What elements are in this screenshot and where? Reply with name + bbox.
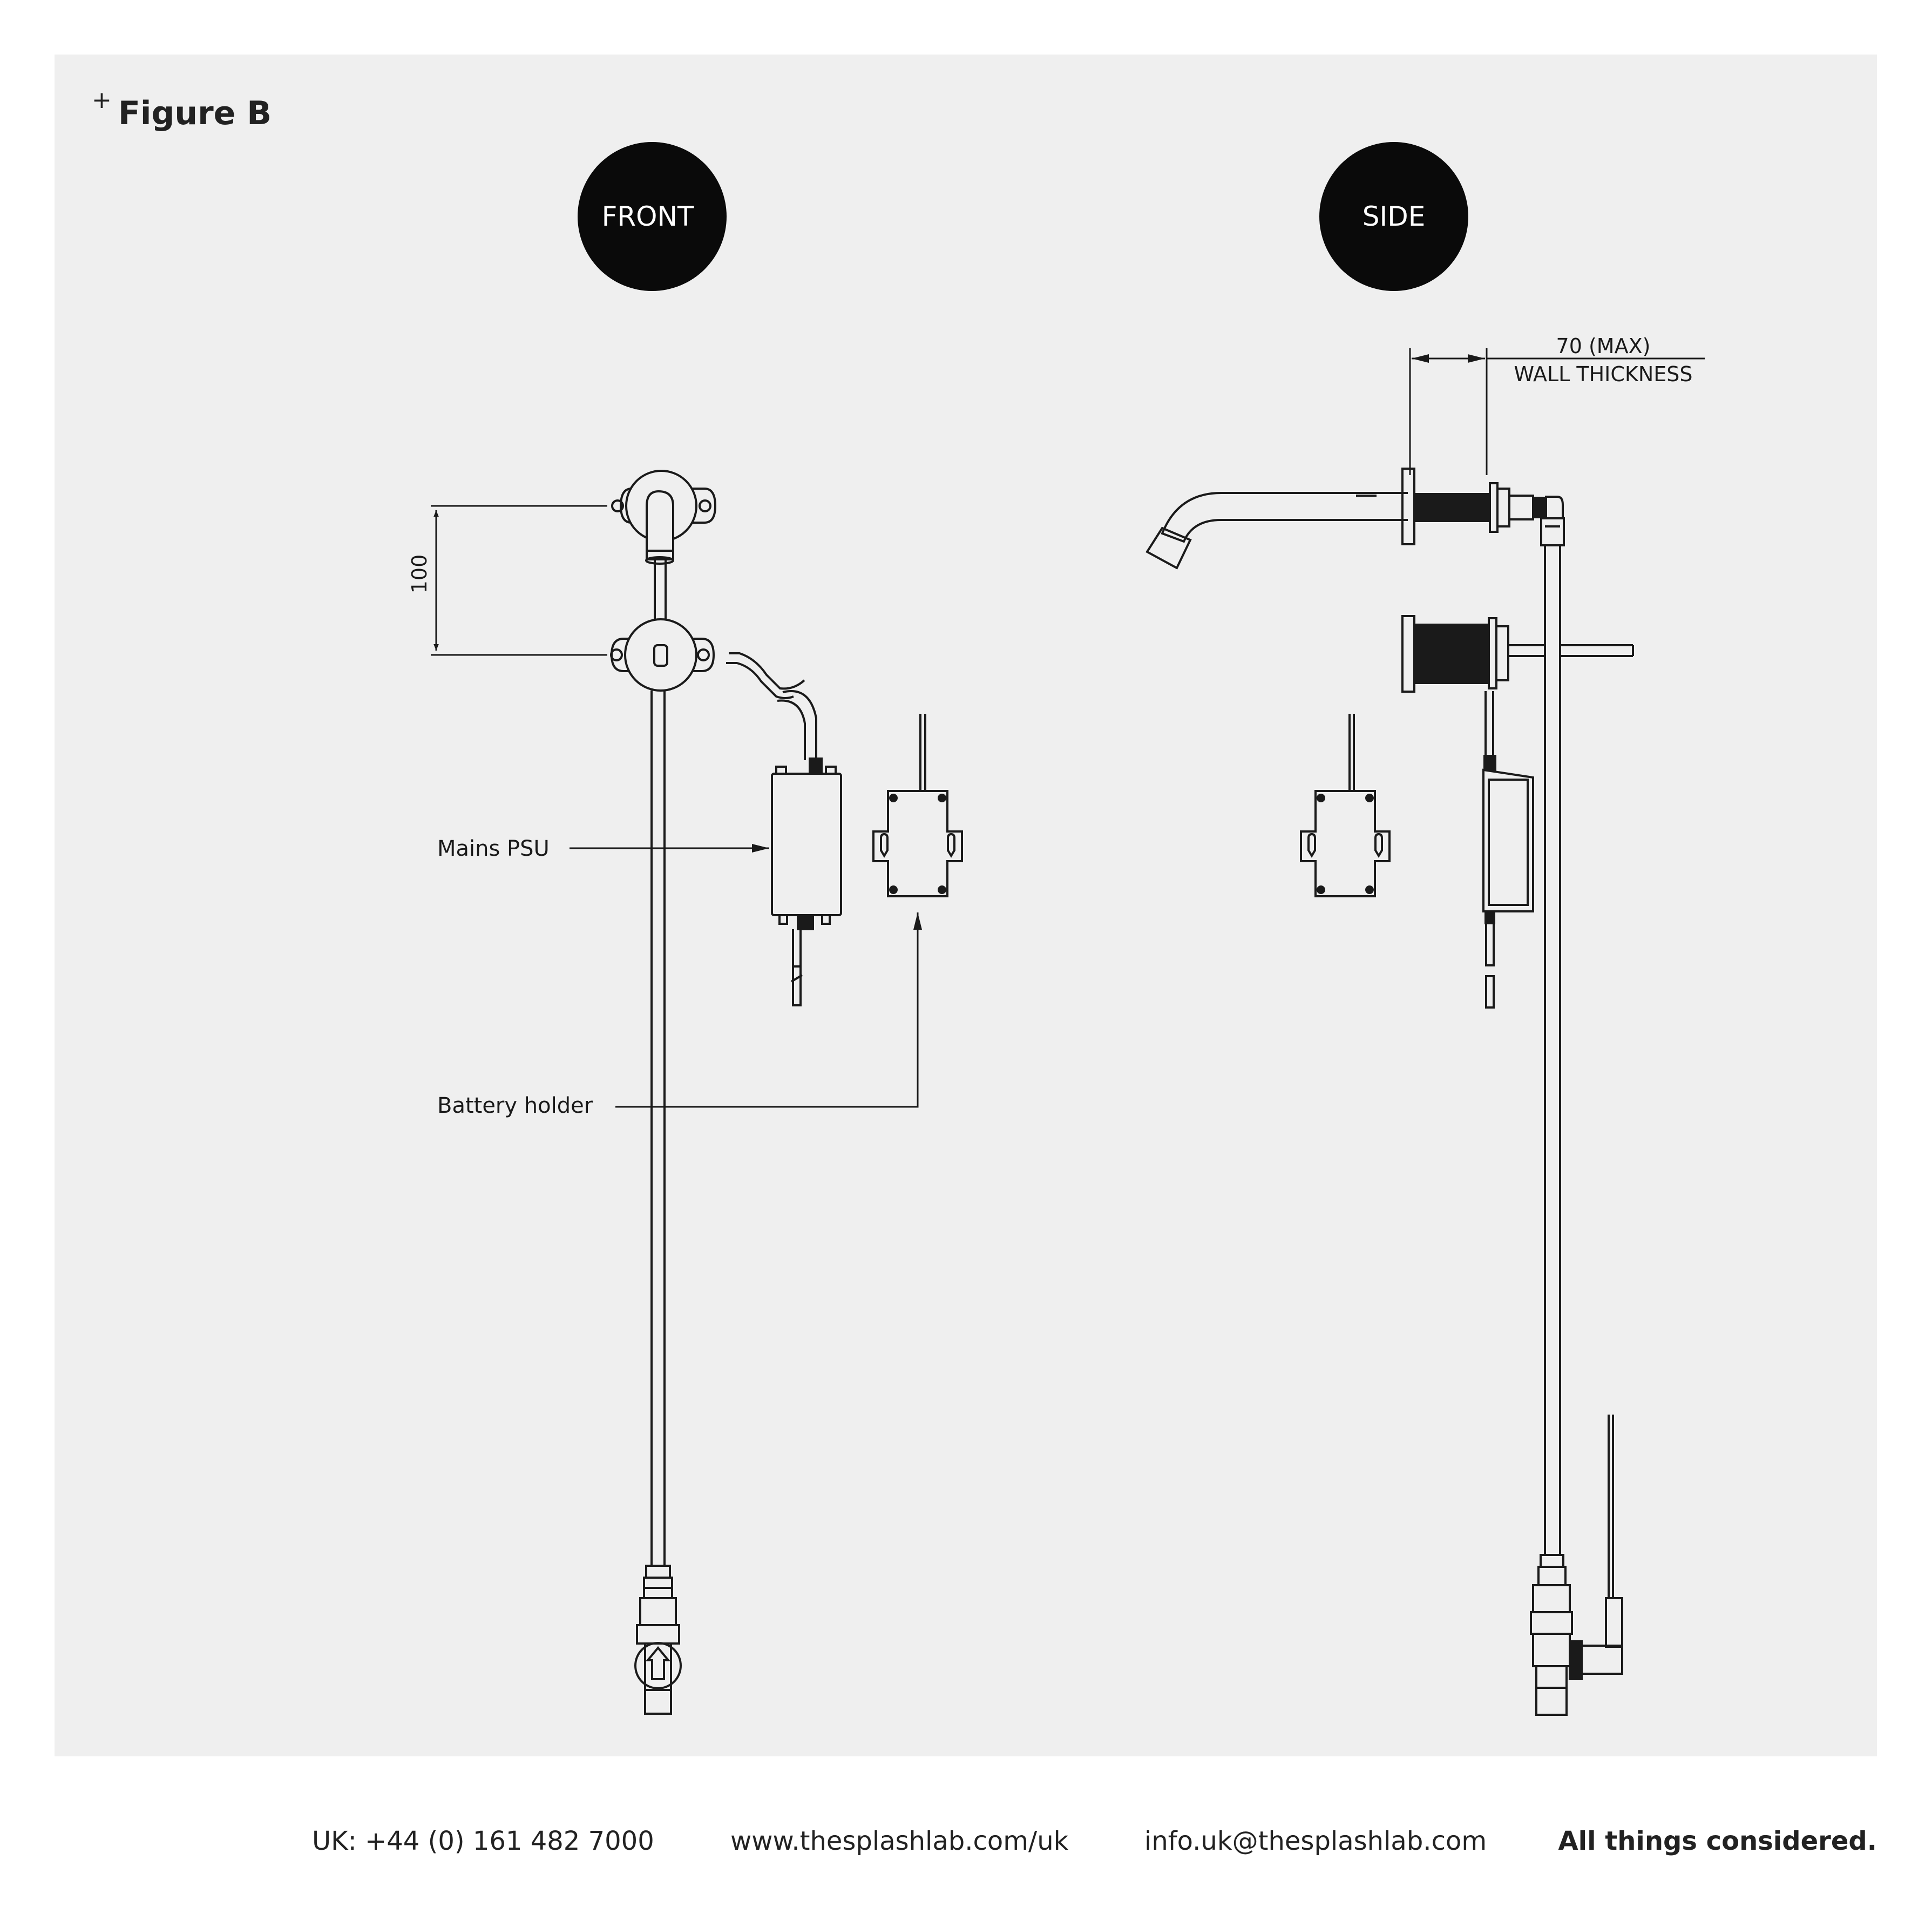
front-view-badge: FRONT: [578, 142, 727, 291]
mains-psu: [771, 758, 842, 1006]
mains-psu-label: Mains PSU: [437, 836, 550, 861]
battery-holder-leader: [615, 912, 922, 1108]
footer-website-link[interactable]: www.thesplashlab.com/uk: [730, 1826, 1069, 1856]
front-view-label: FRONT: [602, 201, 694, 232]
plus-icon: +: [92, 86, 112, 114]
footer-phone[interactable]: UK: +44 (0) 161 482 7000: [312, 1826, 654, 1856]
figure-title-text: Figure B: [118, 94, 272, 132]
footer-tagline: All things considered.: [1558, 1826, 1877, 1856]
side-spout: [1145, 468, 1565, 570]
front-valve-assembly: [634, 1565, 682, 1715]
battery-holder-front: [872, 714, 963, 897]
wall-thickness-dimension: [1409, 348, 1705, 475]
wall-thickness-label: WALL THICKNESS: [1514, 362, 1692, 386]
sensor-wall-plate: [610, 618, 715, 692]
footer: UK: +44 (0) 161 482 7000 www.thesplashla…: [0, 1826, 1932, 1869]
side-view-label: SIDE: [1362, 201, 1426, 232]
footer-email-link[interactable]: info.uk@thesplashlab.com: [1144, 1826, 1487, 1856]
battery-holder-label: Battery holder: [437, 1093, 593, 1118]
figure-title: +Figure B: [92, 86, 272, 132]
side-valve-assembly: [1530, 1415, 1623, 1716]
front-view-drawing: [610, 470, 963, 1715]
dimension-100-label: 100: [408, 554, 431, 594]
spout-wall-plate: [611, 470, 717, 565]
side-view-badge: SIDE: [1319, 142, 1468, 291]
side-sensor-body: [1401, 615, 1634, 693]
side-psu: [1482, 755, 1534, 1009]
figure-panel: [55, 55, 1877, 1756]
side-view-drawing: [1145, 468, 1634, 1716]
dimension-100: [431, 505, 607, 656]
battery-holder-side: [1300, 714, 1391, 897]
wall-thickness-max-label: 70 (MAX): [1556, 334, 1651, 358]
